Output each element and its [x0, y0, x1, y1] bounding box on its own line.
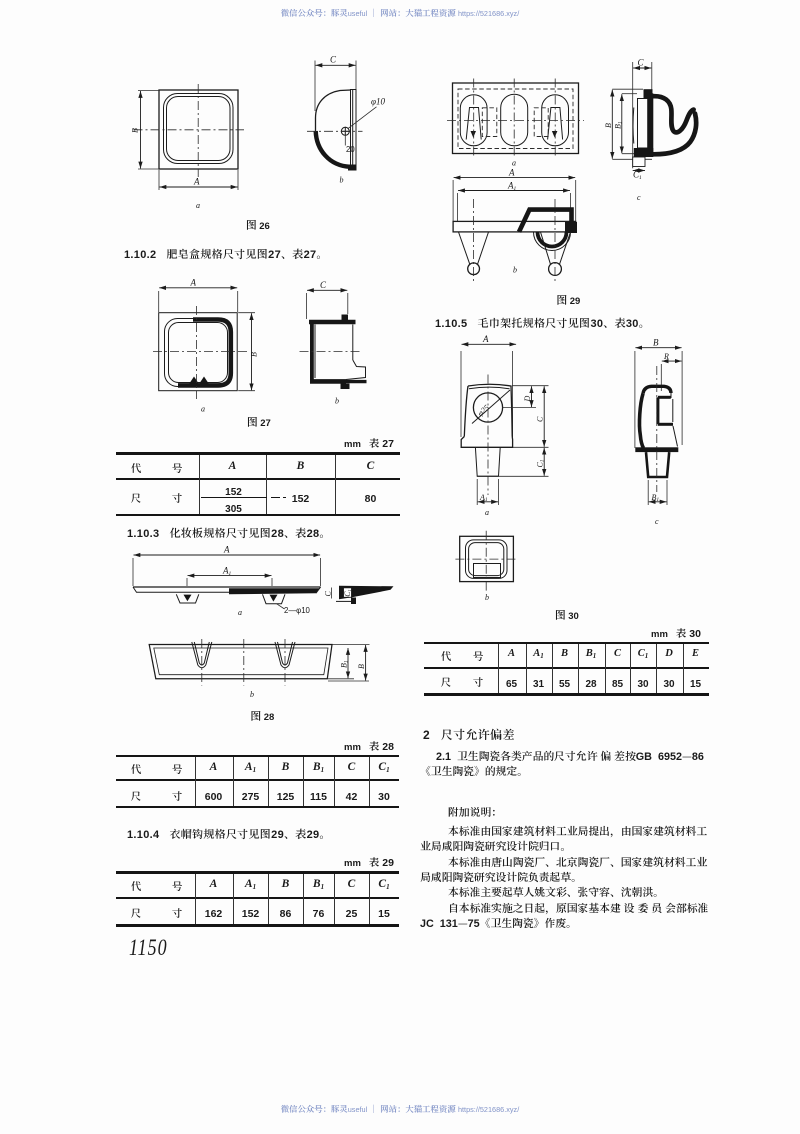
- svg-text:A: A: [482, 334, 489, 344]
- svg-text:φ25: φ25: [476, 403, 491, 418]
- svg-text:B: B: [653, 337, 659, 347]
- svg-text:C: C: [324, 591, 333, 597]
- svg-text:C1: C1: [633, 170, 642, 182]
- svg-text:B: B: [604, 123, 613, 128]
- svg-text:R: R: [663, 352, 669, 361]
- svg-text:b: b: [513, 266, 517, 275]
- svg-text:a: a: [238, 608, 242, 617]
- svg-text:B: B: [131, 128, 140, 133]
- svg-text:C1: C1: [536, 460, 546, 468]
- svg-text:B1: B1: [613, 121, 623, 129]
- svg-text:φ10: φ10: [371, 97, 385, 107]
- svg-text:A: A: [190, 278, 197, 288]
- svg-text:c: c: [637, 193, 641, 202]
- svg-text:a: a: [196, 201, 200, 210]
- svg-text:A1: A1: [479, 493, 488, 503]
- svg-text:20: 20: [346, 145, 355, 154]
- svg-text:C: C: [638, 58, 645, 68]
- svg-text:A: A: [193, 177, 200, 187]
- svg-text:b: b: [250, 690, 254, 699]
- svg-text:C: C: [320, 280, 327, 290]
- svg-text:a: a: [201, 405, 205, 414]
- svg-text:A1: A1: [507, 180, 517, 192]
- svg-text:C: C: [330, 55, 337, 65]
- svg-text:a: a: [512, 159, 516, 168]
- svg-text:b: b: [335, 397, 339, 406]
- svg-text:A1: A1: [222, 565, 232, 577]
- svg-text:A: A: [508, 167, 515, 177]
- svg-text:A: A: [223, 545, 230, 555]
- svg-text:B1: B1: [652, 493, 660, 503]
- svg-text:B1: B1: [340, 660, 350, 668]
- svg-text:B: B: [357, 664, 366, 669]
- svg-text:c: c: [655, 517, 659, 526]
- svg-text:B: B: [250, 352, 259, 357]
- svg-text:D: D: [523, 396, 532, 403]
- svg-text:C1: C1: [343, 589, 352, 597]
- svg-text:b: b: [340, 176, 344, 185]
- svg-text:C: C: [536, 416, 545, 422]
- svg-text:b: b: [485, 593, 489, 602]
- svg-text:a: a: [485, 508, 489, 517]
- svg-text:2—φ10: 2—φ10: [284, 606, 311, 615]
